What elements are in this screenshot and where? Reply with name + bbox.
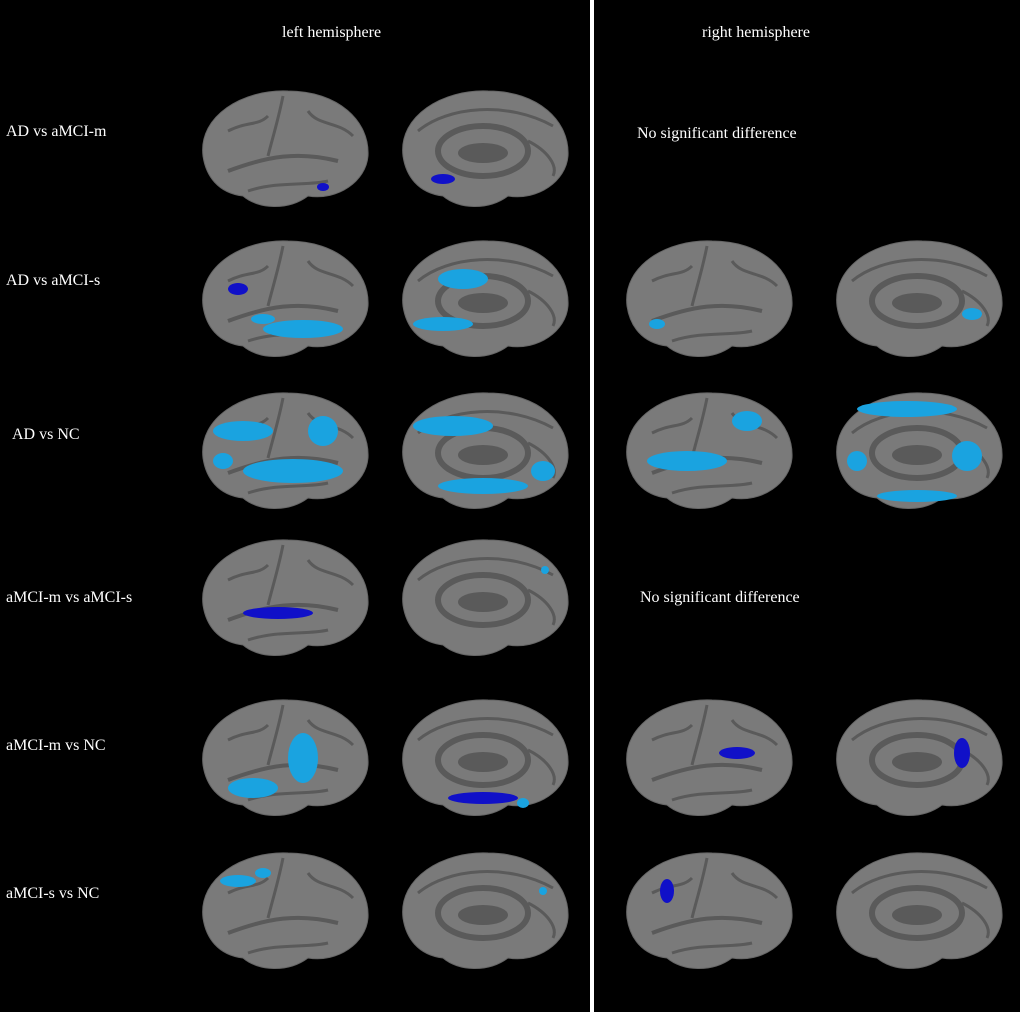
significant-region-light (952, 440, 982, 471)
significant-region-light (649, 318, 665, 329)
brain-left-medial-row6 (402, 851, 569, 969)
significant-region-light (539, 886, 547, 895)
significant-region-light (847, 450, 867, 471)
brain-right-medial-row5 (836, 698, 1003, 816)
significant-region-light (228, 777, 278, 798)
significant-region-light (220, 874, 256, 887)
brain-right-medial-row2 (836, 239, 1003, 357)
significant-region-light (531, 460, 555, 481)
brain-right-lateral-row5 (626, 698, 793, 816)
significant-region-dark (228, 282, 248, 295)
row-label-ad-vs-amci-m: AD vs aMCI-m (6, 123, 107, 140)
brain-right-lateral-row2 (626, 239, 793, 357)
significant-region-light (263, 319, 343, 338)
brain-left-lateral-row4 (202, 538, 369, 656)
row-label-amci-m-vs-nc: aMCI-m vs NC (6, 737, 106, 754)
significant-region-light (213, 420, 273, 441)
brain-left-lateral-row2 (202, 239, 369, 357)
brain-left-medial-row1 (402, 89, 569, 207)
significant-region-light (255, 867, 271, 878)
significant-region-light (413, 415, 493, 436)
brain-left-lateral-row1 (202, 89, 369, 207)
right-hemisphere-header: right hemisphere (702, 24, 810, 41)
significant-region-dark (660, 878, 674, 903)
brain-right-lateral-row3 (626, 391, 793, 509)
significant-region-light (308, 415, 338, 446)
significant-region-light (732, 410, 762, 431)
brain-right-medial-row6 (836, 851, 1003, 969)
row-label-ad-vs-amci-s: AD vs aMCI-s (6, 272, 101, 289)
left-hemisphere-header: left hemisphere (282, 24, 382, 41)
significant-region-dark (954, 737, 970, 768)
significant-region-light (243, 458, 343, 483)
significant-region-light (213, 452, 233, 469)
significant-region-dark (243, 606, 313, 619)
significant-region-dark (448, 791, 518, 804)
significant-region-light (857, 400, 957, 417)
no-difference-note-row1: No significant difference (637, 125, 797, 142)
significant-region-light (288, 732, 318, 783)
significant-region-light (877, 489, 957, 502)
significant-region-light (251, 313, 275, 324)
brain-left-lateral-row5 (202, 698, 369, 816)
brain-left-lateral-row3 (202, 391, 369, 509)
row-label-ad-vs-nc: AD vs NC (12, 426, 80, 443)
significant-region-dark (317, 182, 329, 191)
row-label-amci-s-vs-nc: aMCI-s vs NC (6, 885, 100, 902)
brain-left-medial-row4 (402, 538, 569, 656)
brain-left-medial-row3 (402, 391, 569, 509)
significant-region-light (541, 565, 549, 574)
significant-region-light (438, 477, 528, 494)
brain-right-medial-row3 (836, 391, 1003, 509)
significant-region-light (647, 450, 727, 471)
brain-left-lateral-row6 (202, 851, 369, 969)
significant-region-light (517, 797, 529, 808)
row-label-amci-m-vs-amci-s: aMCI-m vs aMCI-s (6, 589, 133, 606)
significant-region-dark (719, 746, 755, 759)
brain-left-medial-row5 (402, 698, 569, 816)
brain-left-medial-row2 (402, 239, 569, 357)
no-difference-note-row4: No significant difference (640, 589, 800, 606)
significant-region-light (438, 268, 488, 289)
significant-region-light (413, 316, 473, 331)
hemisphere-divider (590, 0, 594, 1012)
significant-region-dark (431, 173, 455, 184)
brain-right-lateral-row6 (626, 851, 793, 969)
significant-region-light (962, 307, 982, 320)
